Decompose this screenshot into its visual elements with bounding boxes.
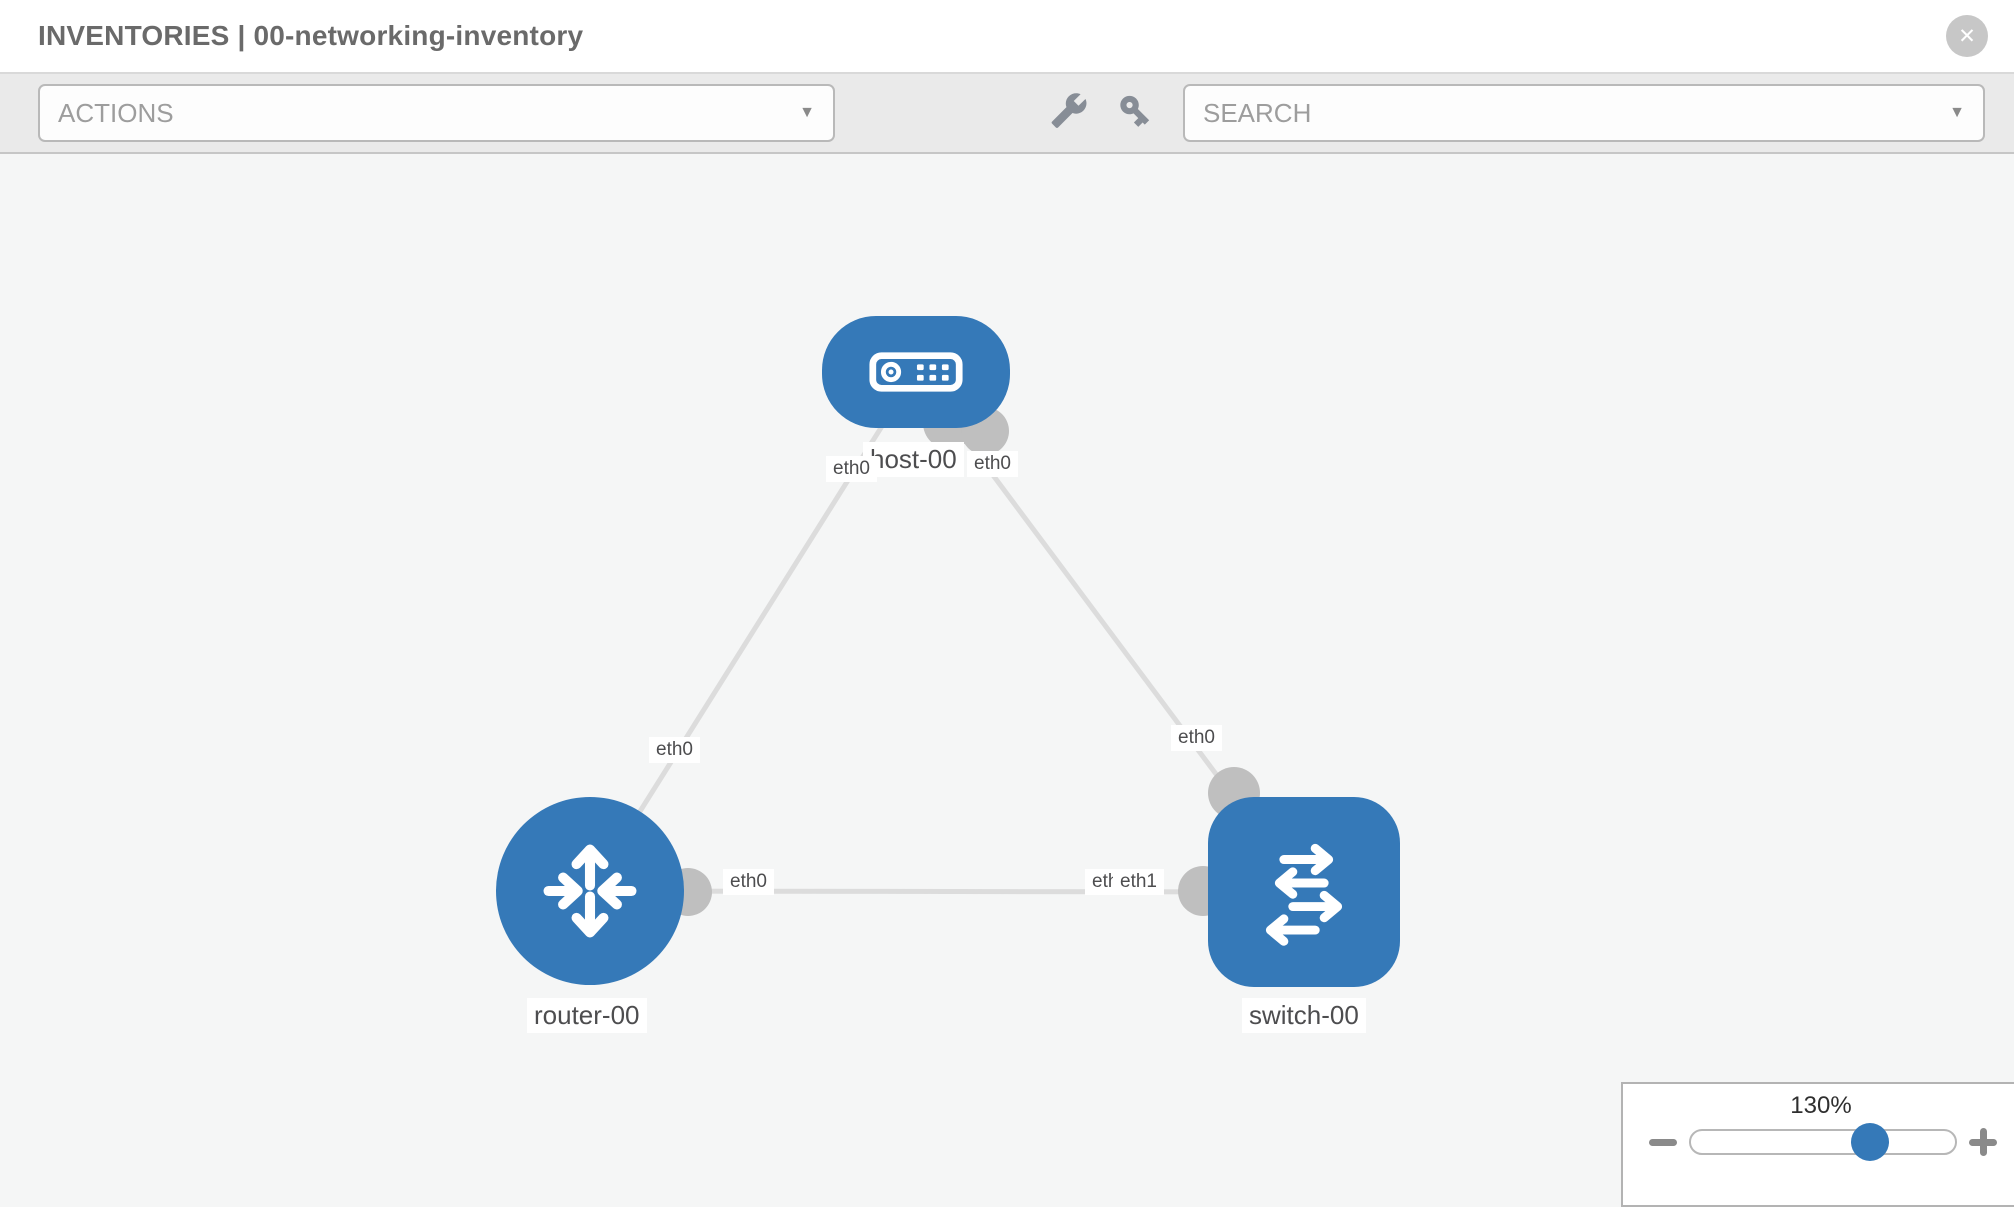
- interface-label-switch-eth1: eth1: [1113, 869, 1164, 895]
- actions-dropdown-label: ACTIONS: [58, 97, 174, 128]
- node-router-00[interactable]: [496, 797, 684, 985]
- close-button[interactable]: ✕: [1946, 15, 1988, 57]
- zoom-in-icon[interactable]: [1969, 1128, 1997, 1156]
- search-dropdown[interactable]: SEARCH ▼: [1183, 84, 1985, 142]
- toolbar: ACTIONS ▼ SEARCH ▼: [0, 74, 2014, 154]
- interface-label-host-eth0-right: eth0: [967, 451, 1018, 477]
- actions-dropdown[interactable]: ACTIONS ▼: [38, 84, 835, 142]
- zoom-slider-thumb[interactable]: [1851, 1123, 1889, 1161]
- node-label-switch: switch-00: [1242, 998, 1366, 1033]
- node-label-router: router-00: [527, 998, 647, 1033]
- node-switch-00[interactable]: [1208, 797, 1400, 987]
- close-icon: ✕: [1958, 24, 1976, 48]
- node-host-00[interactable]: [822, 316, 1010, 428]
- wrench-icon: [1051, 93, 1087, 128]
- host-icon: [869, 352, 963, 392]
- zoom-slider[interactable]: [1689, 1123, 1957, 1161]
- interface-label-switch-eth0: eth0: [1171, 725, 1222, 751]
- chevron-down-icon: ▼: [799, 104, 815, 121]
- interface-label-router-eth0: eth0: [723, 869, 774, 895]
- chevron-down-icon: ▼: [1949, 104, 1965, 121]
- page-title: INVENTORIES | 00-networking-inventory: [38, 20, 584, 51]
- interface-label-host-eth0-left: eth0: [826, 456, 877, 482]
- header-bar: INVENTORIES | 00-networking-inventory ✕: [0, 0, 2014, 74]
- credentials-button[interactable]: [1114, 90, 1156, 137]
- zoom-panel: 130%: [1621, 1082, 2014, 1207]
- node-label-host: host-00: [863, 442, 964, 477]
- search-dropdown-label: SEARCH: [1203, 97, 1312, 128]
- network-canvas[interactable]: [0, 154, 2014, 1200]
- key-icon: [1120, 95, 1150, 127]
- zoom-level-value: 130%: [1790, 1092, 1852, 1119]
- plus-vbar: [1979, 1128, 1987, 1156]
- zoom-controls: [1623, 1123, 2014, 1161]
- interface-label-router-eth0-uplink: eth0: [649, 737, 700, 763]
- router-icon: [543, 844, 637, 938]
- zoom-out-icon[interactable]: [1649, 1138, 1677, 1146]
- switch-icon: [1265, 843, 1343, 946]
- configure-button[interactable]: [1050, 92, 1088, 135]
